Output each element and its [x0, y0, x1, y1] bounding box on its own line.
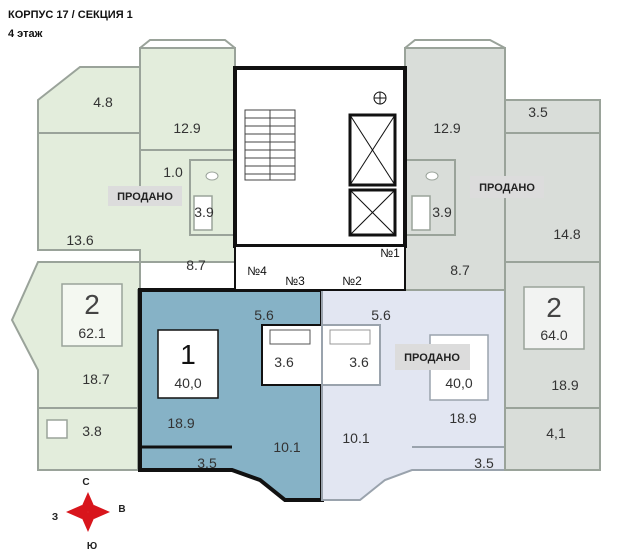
apartment-rooms: 2 — [546, 292, 562, 323]
sold-badge — [108, 186, 182, 206]
area-label: 8.7 — [450, 262, 470, 278]
compass-south-label: Ю — [87, 541, 97, 552]
apartment-total-area: 40,0 — [445, 375, 472, 391]
apartment-total-area: 62.1 — [78, 325, 105, 341]
sold-badge — [395, 344, 470, 370]
area-label: 3.9 — [432, 204, 452, 220]
compass-north-label: С — [82, 477, 89, 488]
area-label: 5.6 — [254, 307, 274, 323]
compass-west-label: З — [52, 512, 58, 523]
apartment-total-area: 40,0 — [174, 375, 201, 391]
apartment-top-left[interactable] — [37, 39, 236, 263]
area-label: 18.9 — [449, 410, 476, 426]
area-label: 12.9 — [433, 120, 460, 136]
compass-east-label: В — [118, 504, 125, 515]
sold-label: ПРОДАНО — [117, 191, 173, 203]
apartment-number-box — [523, 286, 585, 350]
stair-elevator-core — [233, 66, 407, 248]
door-label: №4 — [247, 264, 267, 278]
floor-label: 4 этаж — [8, 28, 43, 40]
apartment-top-right[interactable] — [404, 39, 601, 291]
sold-badge — [470, 176, 544, 198]
door-label: №1 — [380, 246, 400, 260]
sold-label: ПРОДАНО — [479, 182, 535, 194]
area-label: 3.5 — [474, 455, 494, 471]
apartment-rooms: 2 — [84, 289, 100, 320]
area-label: 4,1 — [546, 425, 566, 441]
area-label: 3.5 — [197, 455, 217, 471]
area-label: 3.8 — [82, 423, 102, 439]
apartment-total-area: 64.0 — [540, 327, 567, 343]
area-label: 18.9 — [551, 377, 578, 393]
building-title: КОРПУС 17 / СЕКЦИЯ 1 — [8, 9, 133, 21]
area-label: 18.9 — [167, 415, 194, 431]
area-label: 1.0 — [163, 164, 183, 180]
area-label: 3.5 — [528, 104, 548, 120]
area-label: 5.6 — [371, 307, 391, 323]
corridor — [234, 245, 406, 291]
apartment-number-box — [157, 329, 219, 399]
area-label: 3.9 — [194, 204, 214, 220]
area-label: 13.6 — [66, 232, 93, 248]
area-label: 12.9 — [173, 120, 200, 136]
apartment-rooms: 1 — [180, 339, 196, 370]
area-label: 14.8 — [553, 226, 580, 242]
area-label: 3.6 — [349, 354, 369, 370]
sold-label: ПРОДАНО — [404, 352, 460, 364]
door-label: №2 — [342, 274, 362, 288]
apartment-number-box — [61, 283, 123, 347]
area-label: 10.1 — [273, 439, 300, 455]
area-label: 4.8 — [93, 94, 113, 110]
compass-rose — [66, 492, 110, 532]
door-label: №3 — [285, 274, 305, 288]
area-label: 3.6 — [274, 354, 294, 370]
area-label: 18.7 — [82, 371, 109, 387]
area-label: 10.1 — [342, 430, 369, 446]
area-label: 8.7 — [186, 257, 206, 273]
